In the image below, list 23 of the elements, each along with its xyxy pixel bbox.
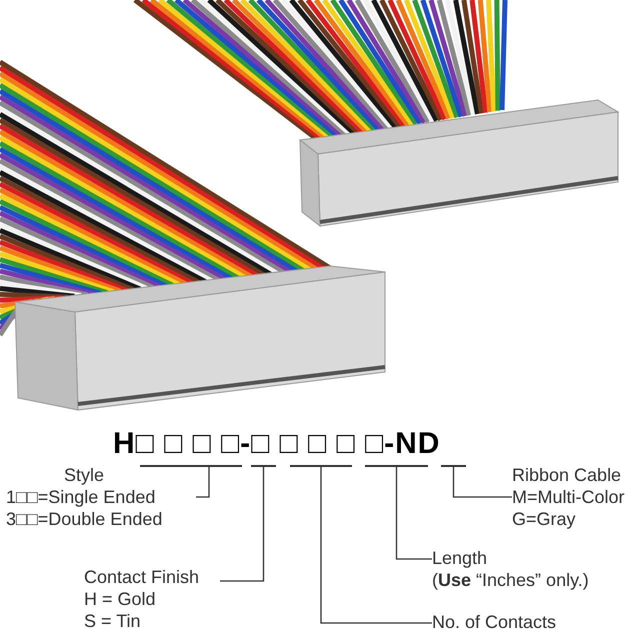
underline-bracket — [365, 465, 428, 467]
field-option: M=Multi-Color — [512, 486, 625, 508]
underline-bracket — [290, 465, 352, 467]
leader-line — [320, 467, 432, 624]
field-heading: Style — [64, 464, 104, 486]
underline-bracket — [251, 465, 276, 467]
leader-line — [196, 467, 210, 498]
field-option: H = Gold — [84, 588, 156, 610]
field-heading: Contact Finish — [84, 566, 200, 588]
leader-line — [396, 467, 432, 560]
part-number: H□ □ □ □-□ □ □ □ □-ND — [113, 426, 442, 462]
field-option: 1□□=Single Ended — [6, 486, 156, 508]
field-heading: Length — [432, 547, 488, 569]
field-heading: No. of Contacts — [432, 611, 556, 633]
field-option: S = Tin — [84, 610, 141, 632]
field-option: G=Gray — [512, 508, 576, 530]
leader-line — [220, 467, 264, 582]
field-option: (Use “Inches” only.) — [432, 569, 589, 591]
field-heading: Ribbon Cable — [512, 464, 622, 486]
leader-line — [452, 467, 512, 498]
field-option: 3□□=Double Ended — [6, 508, 162, 530]
underline-bracket — [140, 465, 242, 467]
underline-bracket — [441, 465, 466, 467]
